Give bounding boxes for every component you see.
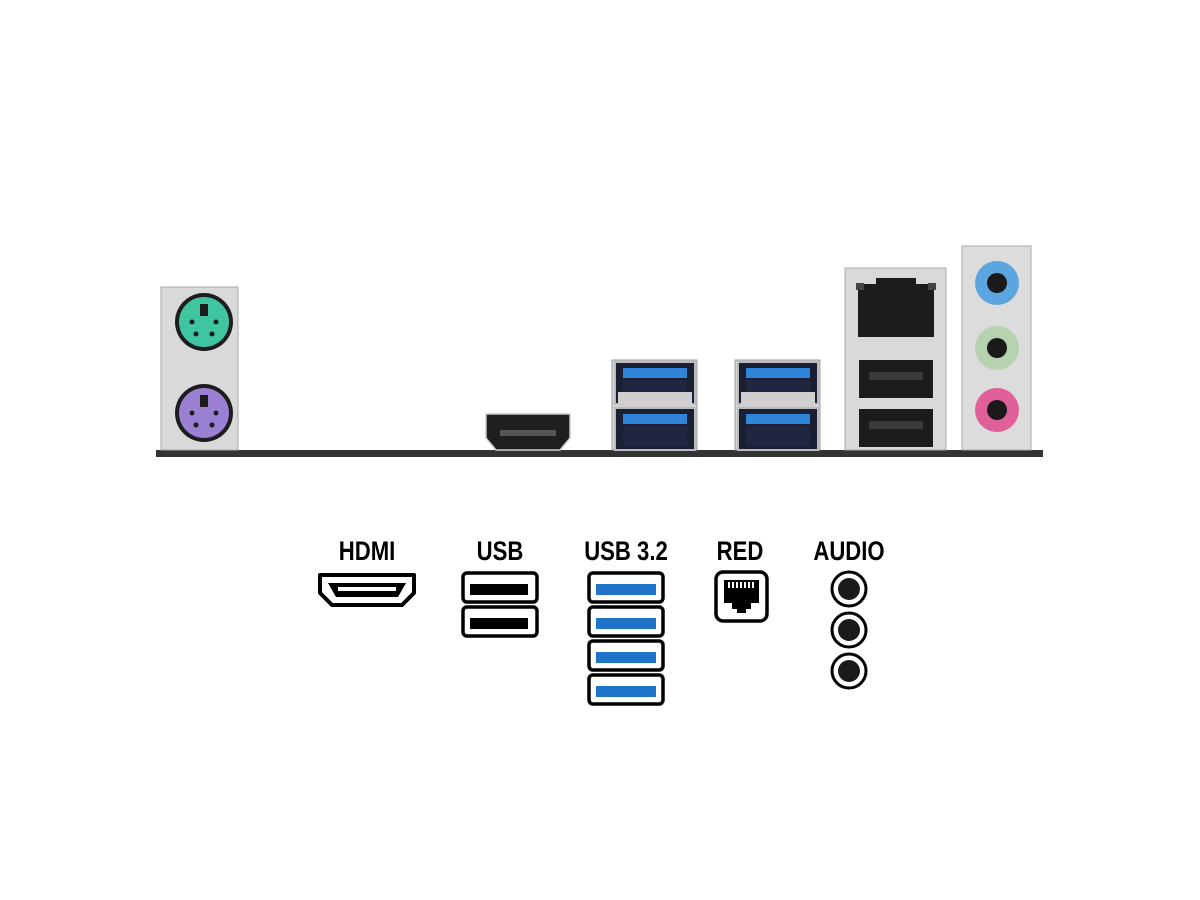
io-shield-base: [156, 450, 1043, 457]
usb-icon: [461, 571, 539, 638]
rj45-port: [856, 278, 936, 337]
legend-label-usb: USB: [477, 537, 524, 567]
audio-icon: [830, 570, 868, 690]
usb32-stack-2: [734, 359, 821, 451]
hdmi-port: [485, 413, 571, 451]
ps2-keyboard-port: [175, 293, 233, 351]
usb2-port-bottom: [859, 409, 933, 447]
usb2-port-top: [859, 360, 933, 398]
legend-label-hdmi: HDMI: [339, 537, 396, 567]
legend-label-audio: AUDIO: [813, 537, 884, 567]
legend-label-usb32: USB 3.2: [584, 537, 668, 567]
hdmi-icon: [318, 573, 416, 607]
usb32-stack-1: [611, 359, 698, 451]
usb32-icon: [587, 571, 665, 706]
ps2-mouse-port: [175, 384, 233, 442]
lan-usb-block: [844, 267, 947, 451]
audio-jacks: [961, 245, 1032, 451]
ps2-ports: [160, 286, 239, 451]
legend-label-lan: RED: [717, 537, 764, 567]
ethernet-icon: [714, 570, 769, 623]
